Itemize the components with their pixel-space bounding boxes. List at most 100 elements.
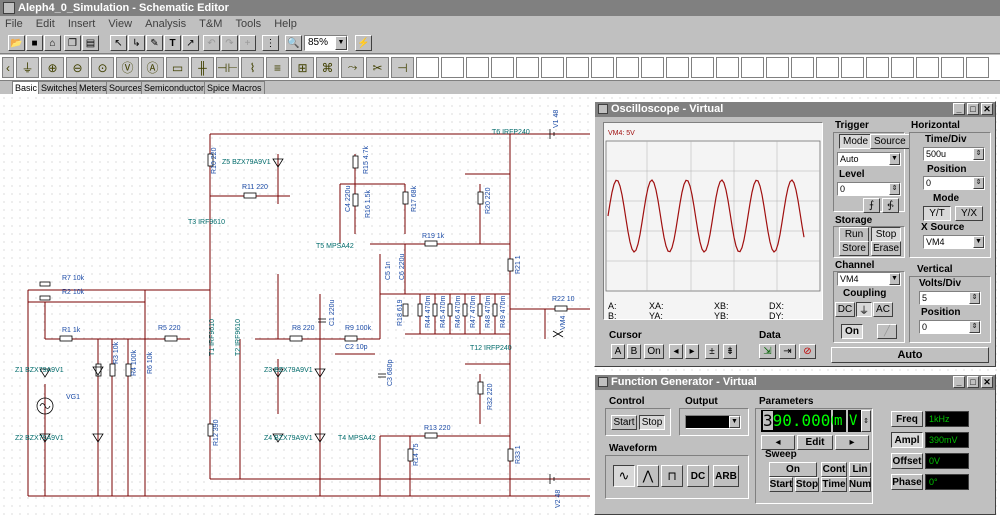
ac-coupling-button[interactable]: AC — [873, 302, 893, 317]
spinner-icon[interactable]: ⇕ — [889, 183, 900, 195]
tab-basic[interactable]: Basic — [12, 81, 41, 94]
oscilloscope-screen[interactable]: VM4: 5V A: B: XA: YA: XB: YB: DX: DY: — [603, 122, 823, 321]
cursor-left-icon[interactable]: ◂ — [669, 344, 683, 359]
paste-icon[interactable]: ▤ — [82, 35, 99, 51]
capacitor2-icon[interactable]: ⊣⊢ — [216, 57, 239, 78]
v-position-input[interactable]: 0⇕ — [919, 320, 981, 334]
param-left-icon[interactable]: ◂ — [761, 435, 795, 450]
spinner-icon[interactable]: ⇕ — [973, 177, 984, 189]
empty-slot[interactable] — [666, 57, 689, 78]
relay-icon[interactable]: ⊞ — [291, 57, 314, 78]
empty-slot[interactable] — [816, 57, 839, 78]
data-export-icon[interactable]: ⇥ — [779, 344, 796, 359]
channel-select[interactable]: VM4▼ — [837, 272, 901, 286]
coupled-icon[interactable]: ⌘ — [316, 57, 339, 78]
cursor-right-icon[interactable]: ▸ — [685, 344, 699, 359]
spinner-icon[interactable]: ⇕ — [969, 321, 980, 333]
empty-slot[interactable] — [441, 57, 464, 78]
label-icon[interactable]: ↗ — [182, 35, 199, 51]
ground-icon[interactable]: ⏚ — [16, 57, 39, 78]
tab-switches[interactable]: Switches — [38, 81, 81, 94]
terminal-icon[interactable]: ⊣ — [391, 57, 414, 78]
offset-button[interactable]: Offset — [891, 453, 923, 469]
yx-mode-button[interactable]: Y/X — [955, 206, 983, 221]
menu-tm[interactable]: T&M — [199, 18, 223, 30]
redo-icon[interactable]: ↷ — [221, 35, 238, 51]
edit-button[interactable]: Edit — [797, 435, 833, 450]
battery-icon[interactable]: ⊕ — [41, 57, 64, 78]
square-wave-icon[interactable]: ⊓ — [661, 465, 683, 487]
sweep-start-button[interactable]: Start — [769, 477, 793, 492]
sine-wave-icon[interactable]: ∿ — [613, 465, 635, 487]
data-import-icon[interactable]: ⇲ — [759, 344, 776, 359]
unit-spinner-icon[interactable]: ⇕ — [861, 410, 871, 432]
empty-slot[interactable] — [891, 57, 914, 78]
sweep-time-button[interactable]: Time — [821, 477, 847, 492]
sweep-on-button[interactable]: On — [769, 462, 817, 477]
trigger-mode-button[interactable]: Mode — [839, 134, 873, 149]
sweep-stop-button[interactable]: Stop — [795, 477, 819, 492]
menu-tools[interactable]: Tools — [235, 18, 262, 30]
empty-slot[interactable] — [541, 57, 564, 78]
cursor-down-icon[interactable]: ⇟ — [723, 344, 737, 359]
close-icon[interactable]: ✕ — [981, 103, 993, 115]
empty-slot[interactable] — [791, 57, 814, 78]
chevron-down-icon[interactable]: ▼ — [729, 416, 740, 428]
dc-coupling-button[interactable]: DC — [835, 302, 855, 317]
sweep-cont-button[interactable]: Cont — [821, 462, 847, 477]
trigger-mode-select[interactable]: Auto▼ — [837, 152, 901, 166]
empty-slot[interactable] — [766, 57, 789, 78]
empty-slot[interactable] — [741, 57, 764, 78]
channel-on-button[interactable]: On — [841, 324, 863, 339]
grid-icon[interactable]: ⋮ — [262, 35, 279, 51]
output-select[interactable]: ▼ — [685, 415, 741, 429]
auto-button[interactable]: Auto — [831, 347, 989, 363]
tab-spice-macros[interactable]: Spice Macros — [204, 81, 265, 94]
undo-icon[interactable]: ↶ — [203, 35, 220, 51]
save-icon[interactable]: ■ — [26, 35, 43, 51]
falling-edge-button[interactable]: ⨗ — [882, 198, 899, 213]
empty-slot[interactable] — [966, 57, 989, 78]
empty-slot[interactable] — [516, 57, 539, 78]
probe-icon[interactable]: ⚡ — [355, 35, 372, 51]
empty-slot[interactable] — [416, 57, 439, 78]
empty-slot[interactable] — [566, 57, 589, 78]
empty-slot[interactable] — [841, 57, 864, 78]
parameter-display[interactable]: 390.0000 — [761, 410, 840, 432]
minimize-icon[interactable]: _ — [953, 103, 965, 115]
switch-icon[interactable]: ⤳ — [341, 57, 364, 78]
empty-slot[interactable] — [616, 57, 639, 78]
empty-slot[interactable] — [866, 57, 889, 78]
stop-button[interactable]: Stop — [871, 227, 901, 242]
ampl-button[interactable]: Ampl — [891, 432, 923, 448]
sweep-num-button[interactable]: Num — [848, 477, 872, 492]
empty-slot[interactable] — [916, 57, 939, 78]
empty-slot[interactable] — [466, 57, 489, 78]
erase-button[interactable]: Erase — [871, 241, 901, 256]
sweep-lin-button[interactable]: Lin — [849, 462, 871, 477]
tab-meters[interactable]: Meters — [76, 81, 110, 94]
scroll-left-icon[interactable]: ‹ — [2, 57, 14, 78]
menu-view[interactable]: View — [108, 18, 133, 30]
ammeter-icon[interactable]: Ⓐ — [141, 57, 164, 78]
fg-stop-button[interactable]: Stop — [639, 415, 665, 430]
cursor-on-button[interactable]: On — [644, 344, 664, 359]
empty-slot[interactable] — [491, 57, 514, 78]
inductor-icon[interactable]: ⌇ — [241, 57, 264, 78]
transformer-icon[interactable]: ≡ — [266, 57, 289, 78]
yt-mode-button[interactable]: Y/T — [923, 206, 951, 221]
zoom-select[interactable]: 85% ▼ — [304, 35, 348, 51]
rising-edge-button[interactable]: ⨍ — [863, 198, 880, 213]
store-button[interactable]: Store — [839, 241, 869, 256]
minimize-icon[interactable]: _ — [953, 376, 965, 388]
chevron-down-icon[interactable]: ▼ — [889, 273, 900, 285]
copy-icon[interactable]: ❐ — [64, 35, 81, 51]
pointer-icon[interactable]: ↖ — [110, 35, 127, 51]
spinner-icon[interactable]: ⇕ — [969, 292, 980, 304]
h-position-input[interactable]: 0⇕ — [923, 176, 985, 190]
freq-button[interactable]: Freq — [891, 411, 923, 427]
chevron-down-icon[interactable]: ▼ — [889, 153, 900, 165]
probe-pen-icon[interactable]: ╱ — [877, 324, 897, 339]
cursor-updown-icon[interactable]: ± — [705, 344, 719, 359]
trigger-level-input[interactable]: 0⇕ — [837, 182, 901, 196]
